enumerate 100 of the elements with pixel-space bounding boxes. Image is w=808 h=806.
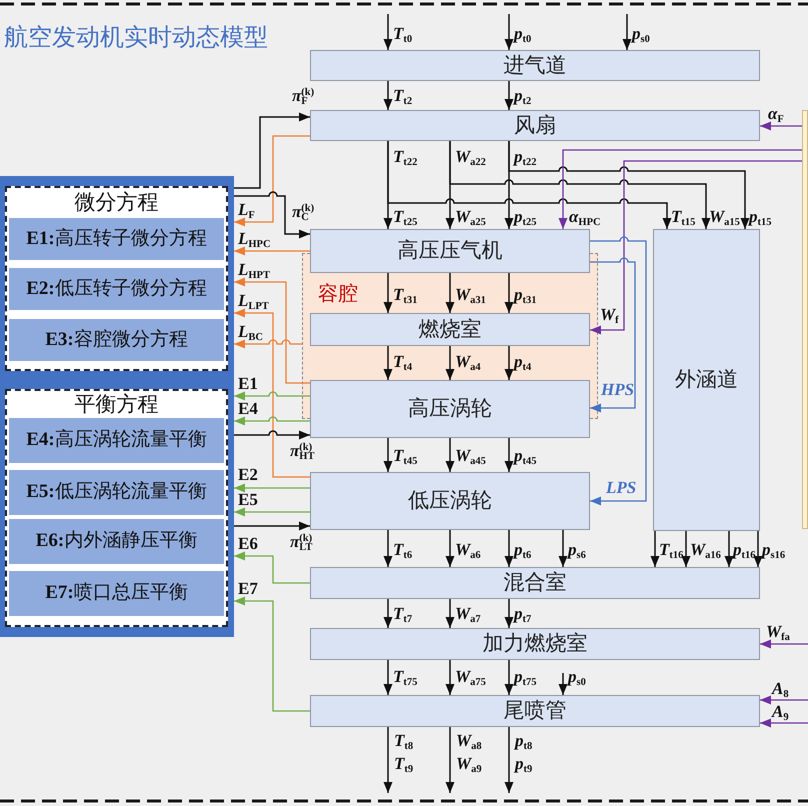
edge-label: p$_{t15}$ xyxy=(749,207,772,227)
edge-label: T$_{t31}$ xyxy=(393,285,418,305)
edge-label: T$_{t6}$ xyxy=(393,540,412,560)
arrow xyxy=(384,14,392,50)
arrow xyxy=(234,278,310,384)
edge-label: p$_{t7}$ xyxy=(514,604,532,624)
edge-label: W$_{a6}$ xyxy=(455,540,481,560)
arrow xyxy=(590,257,636,412)
arrow xyxy=(650,531,660,567)
arrow xyxy=(234,391,310,400)
arrow xyxy=(508,141,750,229)
variable-label: W$_{a9}$ xyxy=(456,754,482,774)
arrow xyxy=(760,640,808,648)
component-box: 混合室 xyxy=(310,567,760,599)
edge-label: W$_{a7}$ xyxy=(455,604,481,624)
arrow xyxy=(234,416,310,426)
component-box: 外涵道 xyxy=(653,229,760,531)
edge-label: T$_{t75}$ xyxy=(393,667,418,687)
variable-label: T$_{t9}$ xyxy=(394,754,414,774)
arrow xyxy=(760,122,802,130)
arrow xyxy=(504,81,514,110)
group-title: 平衡方程 xyxy=(74,392,158,416)
arrow xyxy=(384,438,392,472)
edge-label: T$_{t45}$ xyxy=(393,446,418,466)
variable-label: W$_{a22}$ xyxy=(455,147,486,167)
equation-group-box xyxy=(5,389,228,627)
variable-label: p$_{t9}$ xyxy=(515,754,532,774)
edge-label: W$_{a8}$ xyxy=(456,731,482,751)
arrow xyxy=(446,273,454,313)
edge-label: T$_{t2}$ xyxy=(393,86,412,106)
equation-row: E3:容腔微分方程 xyxy=(9,319,224,361)
equation-row: E2:低压转子微分方程 xyxy=(9,268,224,310)
arrow xyxy=(234,246,310,256)
arrow xyxy=(590,236,647,506)
component-box: 高压涡轮 xyxy=(310,380,590,438)
edge-label: p$_{s0}$ xyxy=(568,667,586,687)
edge-label: E5 xyxy=(238,490,258,510)
edge-label: W$_{a15}$ xyxy=(709,207,740,227)
arrow xyxy=(234,339,302,348)
arrow xyxy=(622,14,632,50)
arrow xyxy=(760,718,808,728)
arrow xyxy=(504,660,514,695)
edge-label: T$_{t0}$ xyxy=(393,24,412,44)
arrow xyxy=(504,14,514,50)
edge-label: p$_{s6}$ xyxy=(568,540,586,560)
arrow xyxy=(234,522,310,530)
arrow xyxy=(558,530,568,567)
arrow xyxy=(384,273,392,313)
edge-label: E4 xyxy=(238,399,258,419)
equation-row: E1:高压转子微分方程 xyxy=(9,218,224,260)
edge-label: L$_{F}$ xyxy=(238,200,255,220)
arrow xyxy=(446,599,454,628)
edge-label: T$_{t8}$ xyxy=(394,731,414,751)
component-box: 加力燃烧室 xyxy=(310,628,760,660)
edge-label: W$_{a75}$ xyxy=(455,667,486,687)
arrow xyxy=(558,149,802,229)
edge-label: LPS xyxy=(606,478,636,498)
equation-row: E4:高压涡轮流量平衡 xyxy=(9,418,224,463)
edge-label: HPS xyxy=(601,380,634,400)
edge-label: L$_{BC}$ xyxy=(238,322,263,342)
equation-row: E7:喷口总压平衡 xyxy=(9,571,224,616)
title: 航空发动机实时动态模型 xyxy=(4,22,268,52)
edge-label: p$_{t75}$ xyxy=(514,667,536,687)
arrow xyxy=(234,596,310,712)
edge-label: T$_{t25}$ xyxy=(393,207,418,227)
arrow xyxy=(504,438,514,472)
arrow xyxy=(234,552,310,584)
arrow xyxy=(234,112,310,189)
component-box: 燃烧室 xyxy=(310,313,590,346)
edge-label: L$_{LPT}$ xyxy=(238,291,269,311)
edge-label: p$_{s0}$ xyxy=(632,24,650,44)
edge-label: T$_{t4}$ xyxy=(393,352,412,372)
arrow xyxy=(504,727,514,793)
arrow xyxy=(446,727,454,793)
edge-label: p$_{t25}$ xyxy=(514,207,536,227)
arrow xyxy=(504,530,514,567)
equation-panel xyxy=(0,176,234,637)
edge-label: L$_{HPT}$ xyxy=(238,260,270,280)
arrow xyxy=(504,599,514,628)
edge-label: α$_{F}$ xyxy=(768,104,784,124)
arrow xyxy=(234,308,310,478)
component-box: 进气道 xyxy=(310,50,760,81)
arrow xyxy=(760,696,808,704)
arrow xyxy=(754,531,762,567)
edge-label: W$_{a45}$ xyxy=(455,446,486,466)
edge-label: p$_{t6}$ xyxy=(514,540,532,560)
equation-row: E6:内外涵静压平衡 xyxy=(9,519,224,564)
arrow xyxy=(446,660,454,695)
edge-label: p$_{t16}$ xyxy=(733,540,756,560)
edge-label: A$_{9}$ xyxy=(772,702,789,722)
arrow xyxy=(384,727,392,793)
edge-label: E7 xyxy=(238,579,258,599)
edge-label: p$_{t8}$ xyxy=(515,731,532,751)
arrow xyxy=(384,660,392,695)
arrow xyxy=(446,346,454,380)
side-panel xyxy=(802,110,808,529)
edge-label: p$_{s16}$ xyxy=(762,540,786,560)
edge-label: W$_{fa}$ xyxy=(766,622,790,642)
edge-label: p$_{t31}$ xyxy=(514,285,536,305)
equation-group-box xyxy=(5,186,228,371)
